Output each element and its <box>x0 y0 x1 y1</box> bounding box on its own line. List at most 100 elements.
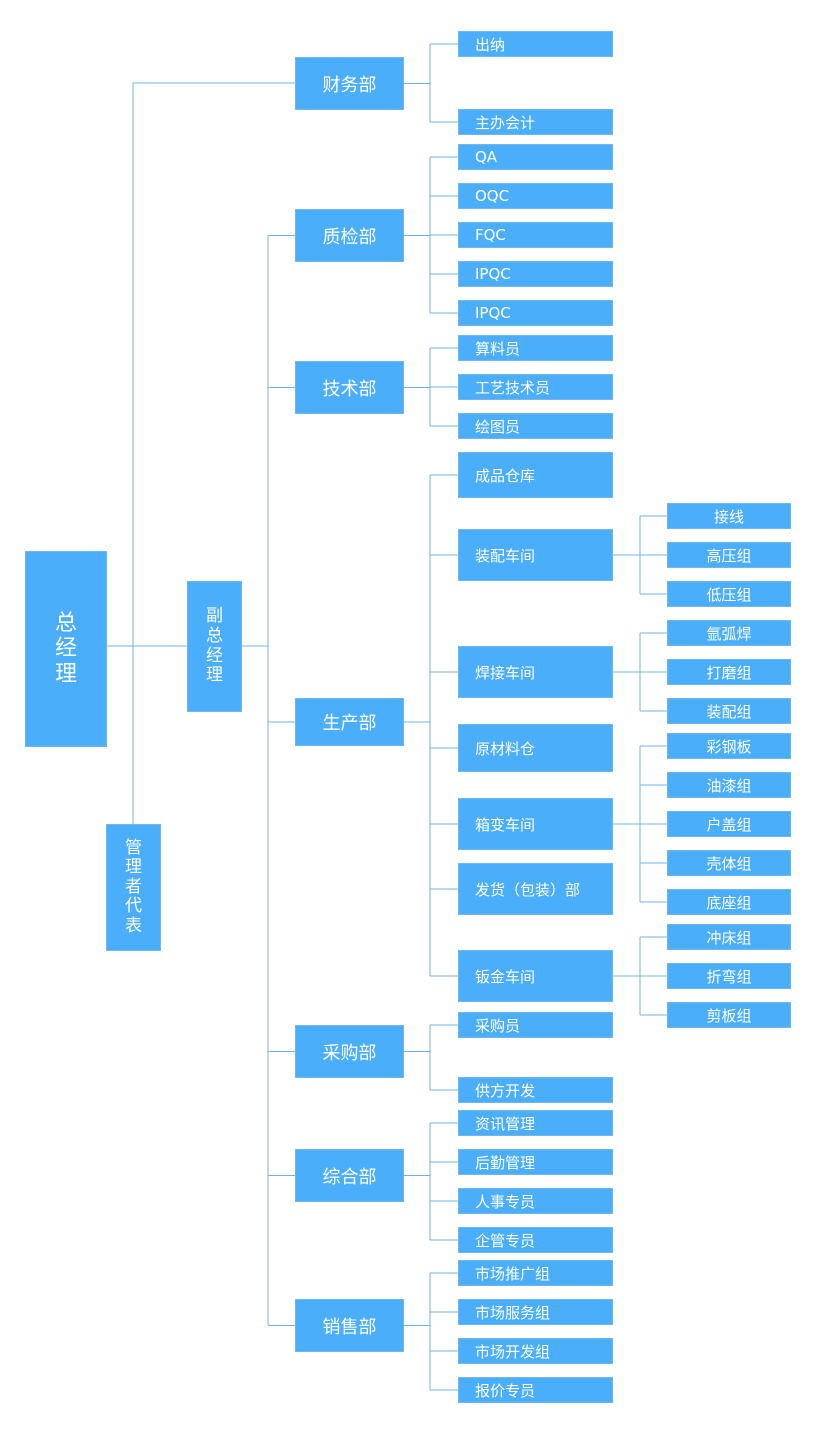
label-char: 管 <box>125 837 142 858</box>
position-node-label: 工艺技术员 <box>475 378 551 397</box>
position-node[interactable]: 市场开发组 <box>458 1338 613 1364</box>
label-char: 总 <box>206 625 223 646</box>
position-node[interactable]: 箱变车间 <box>458 798 613 850</box>
team-node[interactable]: 氩弧焊 <box>667 620 791 646</box>
position-node[interactable]: 后勤管理 <box>458 1149 613 1175</box>
position-node-label: 后勤管理 <box>475 1153 536 1172</box>
position-node[interactable]: 出纳 <box>458 31 613 57</box>
team-node[interactable]: 壳体组 <box>667 850 791 876</box>
position-node[interactable]: 钣金车间 <box>458 950 613 1002</box>
team-node-label: 氩弧焊 <box>706 624 752 643</box>
department-node-label: 质检部 <box>322 226 377 248</box>
position-node[interactable]: 供方开发 <box>458 1077 613 1103</box>
team-node[interactable]: 高压组 <box>667 542 791 568</box>
team-node[interactable]: 彩钢板 <box>667 733 791 759</box>
position-node-label: 供方开发 <box>475 1081 536 1100</box>
team-node[interactable]: 打磨组 <box>667 659 791 685</box>
team-node[interactable]: 冲床组 <box>667 924 791 950</box>
label-char: 副 <box>206 606 223 627</box>
team-node-label: 彩钢板 <box>706 737 752 756</box>
label-char: 者 <box>125 876 142 897</box>
team-node-label: 剪板组 <box>706 1006 752 1025</box>
position-node-label: OQC <box>475 187 510 205</box>
position-node[interactable]: 工艺技术员 <box>458 374 613 400</box>
department-node[interactable]: 销售部 <box>295 1299 404 1352</box>
department-node[interactable]: 技术部 <box>295 361 404 414</box>
position-node[interactable]: OQC <box>458 183 613 209</box>
position-node-label: 算料员 <box>475 339 521 358</box>
team-node[interactable]: 装配组 <box>667 698 791 724</box>
position-node[interactable]: 企管专员 <box>458 1227 613 1253</box>
position-node[interactable]: 焊接车间 <box>458 646 613 698</box>
team-node-label: 折弯组 <box>706 967 752 986</box>
position-node[interactable]: 人事专员 <box>458 1188 613 1214</box>
label-char: 理 <box>125 857 142 878</box>
position-node[interactable]: 报价专员 <box>458 1377 613 1403</box>
position-node-label: 主办会计 <box>475 113 536 132</box>
position-node[interactable]: 市场推广组 <box>458 1260 613 1286</box>
position-node[interactable]: 市场服务组 <box>458 1299 613 1325</box>
position-node-label: 企管专员 <box>475 1231 536 1250</box>
team-node-label: 高压组 <box>706 546 752 565</box>
department-node-label: 财务部 <box>322 74 377 96</box>
department-node-label: 技术部 <box>322 378 377 400</box>
team-node-label: 油漆组 <box>706 776 752 795</box>
team-node[interactable]: 油漆组 <box>667 772 791 798</box>
label-char: 代 <box>125 896 142 917</box>
position-node[interactable]: 成品仓库 <box>458 452 613 498</box>
position-node-label: 装配车间 <box>475 546 536 565</box>
department-node[interactable]: 采购部 <box>295 1025 404 1078</box>
label-char: 理 <box>206 665 223 686</box>
position-node-label: 人事专员 <box>475 1192 536 1211</box>
position-node-label: 市场服务组 <box>475 1303 551 1322</box>
team-node[interactable]: 户盖组 <box>667 811 791 837</box>
position-node[interactable]: 装配车间 <box>458 529 613 581</box>
position-node-label: 市场开发组 <box>475 1342 551 1361</box>
team-node[interactable]: 底座组 <box>667 889 791 915</box>
team-node[interactable]: 剪板组 <box>667 1002 791 1028</box>
team-node-label: 冲床组 <box>706 928 752 947</box>
department-node-label: 采购部 <box>322 1042 377 1064</box>
position-node[interactable]: 资讯管理 <box>458 1110 613 1136</box>
department-node-label: 销售部 <box>322 1316 377 1338</box>
position-node[interactable]: IPQC <box>458 300 613 326</box>
label-char: 理 <box>54 661 77 687</box>
department-node[interactable]: 综合部 <box>295 1149 404 1202</box>
position-node[interactable]: FQC <box>458 222 613 248</box>
team-node-label: 壳体组 <box>706 854 752 873</box>
label-char: 经 <box>54 636 77 662</box>
label-char: 表 <box>125 915 142 936</box>
position-node-label: IPQC <box>475 304 511 322</box>
position-node[interactable]: 发货（包装）部 <box>458 863 613 915</box>
team-node[interactable]: 低压组 <box>667 581 791 607</box>
team-node-label: 装配组 <box>706 702 752 721</box>
department-node[interactable]: 财务部 <box>295 57 404 110</box>
department-node[interactable]: 质检部 <box>295 209 404 262</box>
team-node[interactable]: 接线 <box>667 503 791 529</box>
node-general-manager[interactable]: 总经理 <box>25 551 107 747</box>
team-node-label: 底座组 <box>706 893 752 912</box>
position-node[interactable]: 原材料仓 <box>458 724 613 772</box>
position-node-label: 原材料仓 <box>475 739 536 758</box>
position-node[interactable]: 算料员 <box>458 335 613 361</box>
position-node-label: 报价专员 <box>475 1381 536 1400</box>
team-node[interactable]: 折弯组 <box>667 963 791 989</box>
position-node[interactable]: 绘图员 <box>458 413 613 439</box>
team-node-label: 打磨组 <box>706 663 752 682</box>
position-node-label: 采购员 <box>475 1016 521 1035</box>
label-char: 经 <box>206 645 223 666</box>
team-node-label: 低压组 <box>706 585 752 604</box>
position-node[interactable]: IPQC <box>458 261 613 287</box>
position-node[interactable]: 采购员 <box>458 1012 613 1038</box>
position-node-label: 成品仓库 <box>475 466 536 485</box>
department-node-label: 生产部 <box>322 713 377 734</box>
node-deputy-general-manager[interactable]: 副总经理 <box>187 581 242 712</box>
department-node[interactable]: 生产部 <box>295 698 404 746</box>
label-char: 总 <box>54 611 77 637</box>
position-node-label: IPQC <box>475 265 511 283</box>
position-node[interactable]: 主办会计 <box>458 109 613 135</box>
position-node-label: 箱变车间 <box>475 815 536 834</box>
position-node[interactable]: QA <box>458 144 613 170</box>
node-management-representative[interactable]: 管理者代表 <box>106 824 161 951</box>
